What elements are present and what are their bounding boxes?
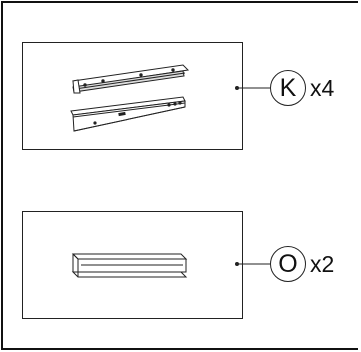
part-k-quantity: x4 (310, 75, 335, 101)
rail-pair-icon (70, 64, 190, 132)
channel-beam-icon (71, 253, 188, 278)
part-o-quantity: x2 (310, 251, 335, 277)
part-k-leader-line (235, 86, 270, 90)
part-o-box (22, 211, 243, 319)
part-k-label-circle: K (270, 70, 306, 106)
part-o-label-circle: O (270, 246, 306, 282)
part-o-letter: O (278, 249, 298, 278)
part-k-letter: K (279, 73, 297, 102)
part-k-box (22, 42, 243, 150)
part-o-leader-line (235, 262, 270, 266)
